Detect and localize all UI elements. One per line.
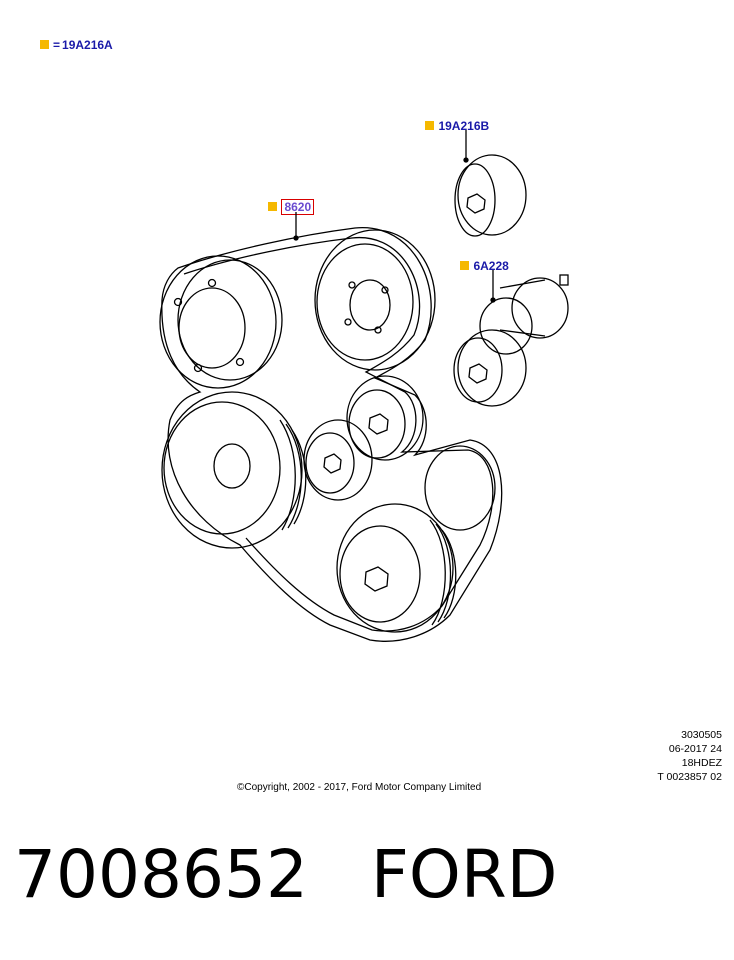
part-number: 7008652: [14, 836, 308, 913]
tensioner-pulley-part: [454, 154, 527, 237]
meta-line-3: 18HDEZ: [681, 757, 722, 769]
meta-line-1: 3030505: [681, 729, 722, 741]
meta-line-4: T 0023857 02: [657, 771, 722, 783]
marker-icon: [460, 261, 469, 270]
callout-8620[interactable]: 8620: [268, 198, 315, 216]
legend-equals: =: [53, 38, 61, 52]
brand-name: FORD: [370, 836, 558, 913]
middle-idler-pulley: [346, 375, 424, 461]
callout-6a228[interactable]: 6A228: [460, 257, 509, 275]
upper-right-pulley: [314, 229, 436, 371]
copyright-notice: ©Copyright, 2002 - 2017, Ford Motor Comp…: [237, 782, 482, 793]
right-loop-pulley: [424, 445, 496, 531]
marker-icon: [425, 121, 434, 130]
lower-idler-pulley: [303, 419, 373, 501]
idler-part: [453, 274, 569, 407]
upper-left-pulley: [159, 255, 283, 389]
drive-belt: [161, 227, 503, 642]
legend-code[interactable]: 19A216A: [62, 38, 113, 52]
callout-19a216b[interactable]: 19A216B: [425, 117, 489, 135]
callout-label[interactable]: 6A228: [473, 259, 509, 273]
legend: =19A216A: [40, 38, 113, 52]
callout-label[interactable]: 19A216B: [438, 119, 490, 133]
legend-marker-icon: [40, 40, 49, 49]
part-number-brand-line: 7008652 FORD: [14, 836, 558, 913]
marker-icon: [268, 202, 277, 211]
meta-line-2: 06-2017 24: [668, 743, 722, 755]
leader-lines: [293, 130, 496, 303]
crank-pulley: [161, 391, 307, 549]
drawing-metadata: 3030505 06-2017 24 18HDEZ T 0023857 02: [657, 728, 722, 784]
lower-right-pulley: [336, 503, 457, 633]
callout-label-highlighted[interactable]: 8620: [281, 199, 315, 215]
